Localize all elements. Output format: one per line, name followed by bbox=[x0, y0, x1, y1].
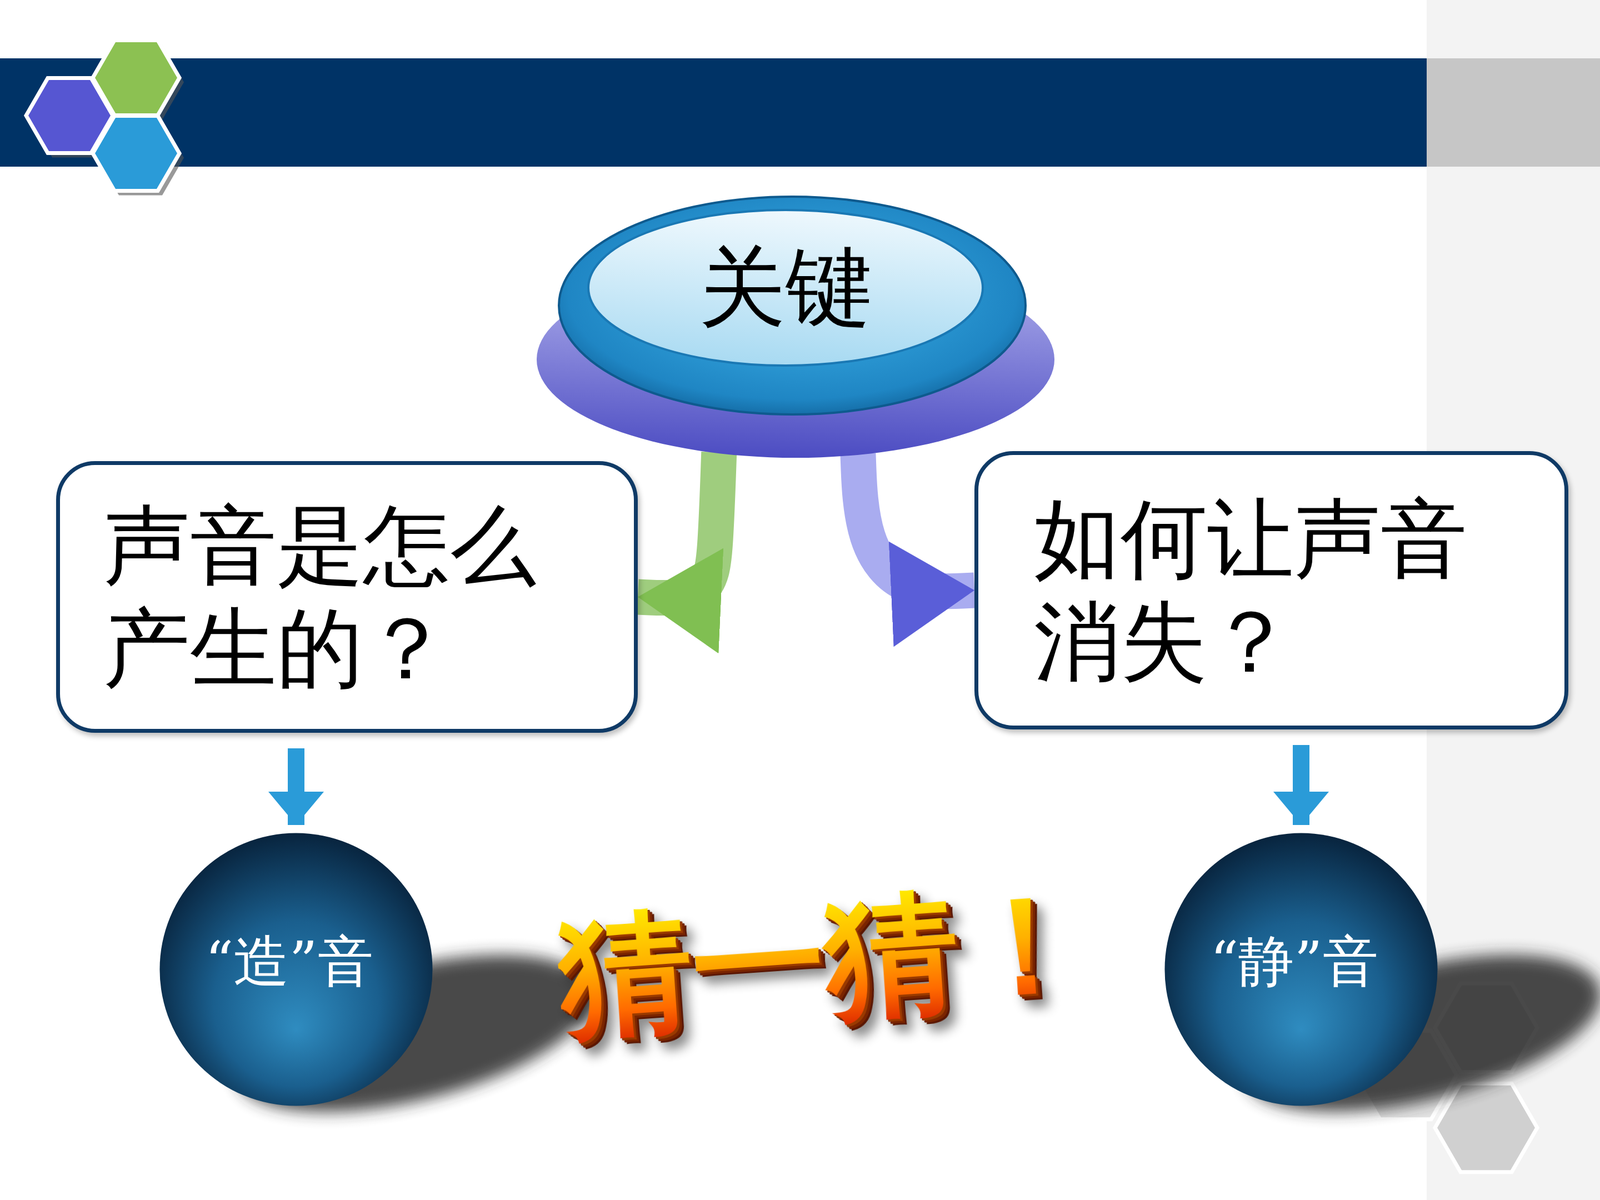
answer-text: “造”音 bbox=[205, 931, 389, 993]
ellipse-face bbox=[588, 210, 983, 366]
ellipse-text-area: 关键 bbox=[589, 210, 982, 366]
question-box: 声音是怎么产生的？ bbox=[56, 461, 638, 733]
guess-banner: 猜一猜！ bbox=[553, 867, 1097, 1052]
connector-arrow bbox=[857, 453, 975, 592]
ellipse-rim bbox=[558, 196, 1026, 415]
key-ellipse: 关键 bbox=[535, 188, 1057, 460]
question-box: 如何让声音消失？ bbox=[974, 451, 1569, 730]
header-bar bbox=[0, 58, 1427, 167]
connector-arrow bbox=[637, 452, 719, 598]
connector-arrow bbox=[1292, 745, 1310, 825]
hexagon bbox=[92, 40, 180, 116]
key-text: 关键 bbox=[698, 240, 873, 336]
sphere-ball bbox=[159, 832, 433, 1106]
question-text: 如何让声音消失？ bbox=[1033, 487, 1532, 693]
answer-text: “静”音 bbox=[1210, 931, 1394, 993]
hexagon bbox=[92, 116, 180, 192]
answer-sphere: “造”音 bbox=[158, 831, 434, 1108]
header-end bbox=[1426, 58, 1600, 167]
sphere-ball bbox=[1164, 832, 1438, 1106]
answer-sphere: “静”音 bbox=[1163, 831, 1439, 1108]
question-text: 声音是怎么产生的？ bbox=[103, 494, 601, 699]
connector-arrow bbox=[287, 748, 305, 825]
hexagon bbox=[1435, 1083, 1538, 1172]
